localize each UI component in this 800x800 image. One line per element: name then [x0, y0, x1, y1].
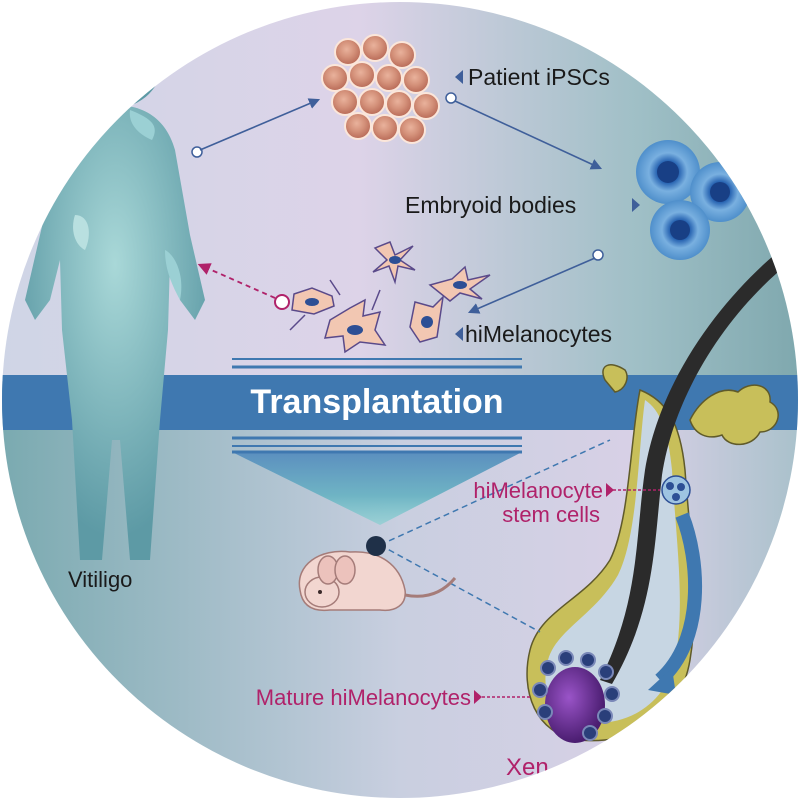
xeno-label: Xen — [506, 754, 549, 781]
transplantation-funnel — [232, 452, 522, 525]
himelanocyte-cells — [289, 241, 491, 354]
injection-site — [366, 536, 386, 556]
zoom-line-lower — [379, 544, 541, 633]
zoom-line-upper — [379, 439, 611, 546]
transplantation-label: Transplantation — [250, 383, 503, 421]
embryoid-bodies-marker — [632, 198, 640, 212]
stem-cells-label-line1: hiMelanocyte — [473, 478, 603, 503]
patient-ipscs-marker — [455, 70, 463, 84]
vitiligo-patch — [165, 250, 182, 300]
embryoid-bodies-label: Embryoid bodies — [405, 192, 576, 218]
vitiligo-patch — [129, 110, 155, 140]
patient-ipscs-label: Patient iPSCs — [468, 64, 610, 90]
vitiligo-label: Vitiligo — [68, 567, 132, 592]
vitiligo-patch — [73, 215, 89, 250]
himelanocytes-label: hiMelanocytes — [465, 321, 612, 347]
mature-himelanocytes-label: Mature hiMelanocytes — [256, 685, 471, 710]
hair-shaft — [600, 250, 790, 684]
process-arrows — [191, 92, 604, 314]
ipsc-cluster — [321, 34, 440, 144]
himelanocytes-marker — [455, 327, 463, 341]
dermal-papilla — [545, 667, 605, 743]
hair-follicle — [526, 250, 790, 743]
stem-cells-label-line2: stem cells — [502, 502, 600, 527]
sebaceous-gland — [689, 384, 779, 446]
migration-arrow — [655, 512, 703, 686]
nude-mouse — [298, 536, 457, 612]
embryoid-bodies — [636, 140, 750, 260]
